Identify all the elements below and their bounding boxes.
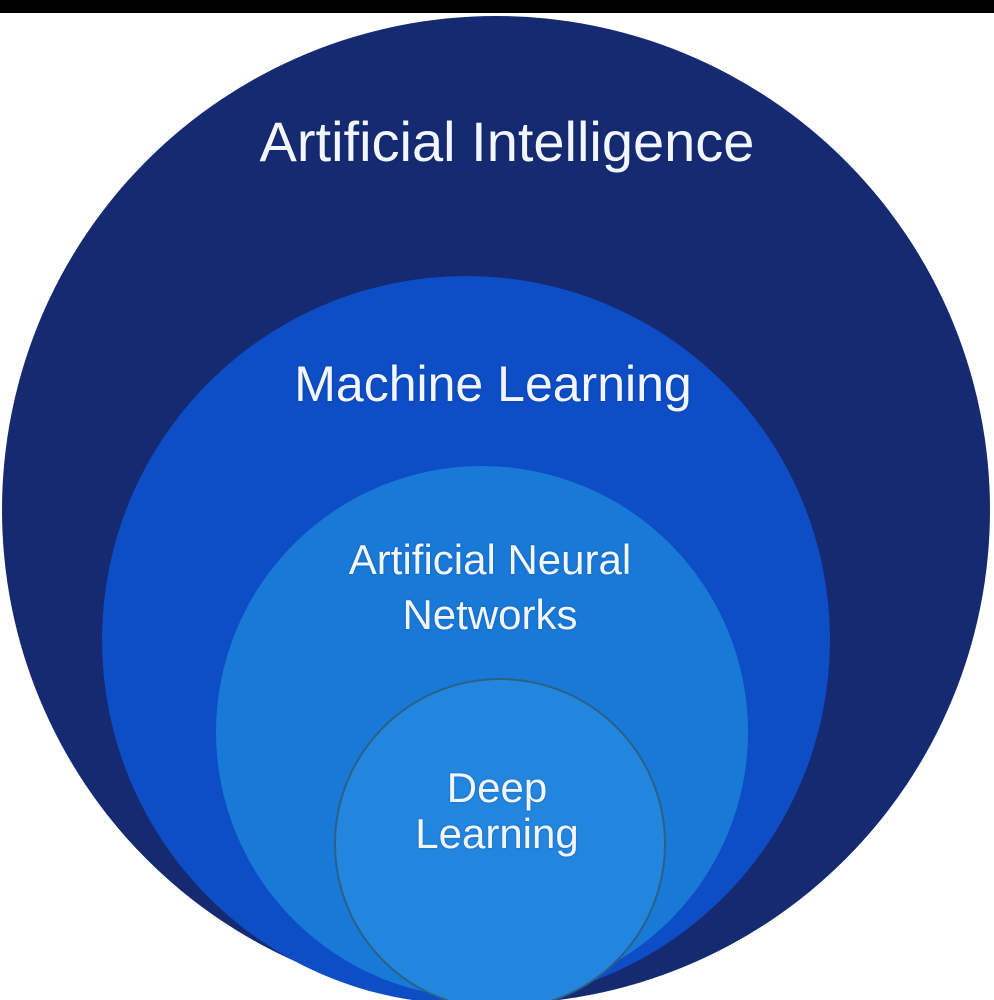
deep-learning-label-line1: Deep bbox=[446, 764, 548, 811]
artificial-neural-networks-label: Artificial Neural Networks bbox=[349, 533, 631, 642]
artificial-intelligence-label: Artificial Intelligence bbox=[259, 110, 755, 173]
artificial-neural-networks-label-line1: Artificial Neural bbox=[348, 536, 632, 583]
machine-learning-label: Machine Learning bbox=[294, 356, 692, 412]
deep-learning-circle bbox=[334, 678, 666, 1000]
top-letterbox-bar bbox=[0, 0, 994, 13]
deep-learning-label-line2: Learning bbox=[415, 810, 579, 858]
deep-learning-label: Deep Learning bbox=[415, 764, 579, 858]
artificial-neural-networks-label-line2: Networks bbox=[402, 590, 578, 638]
